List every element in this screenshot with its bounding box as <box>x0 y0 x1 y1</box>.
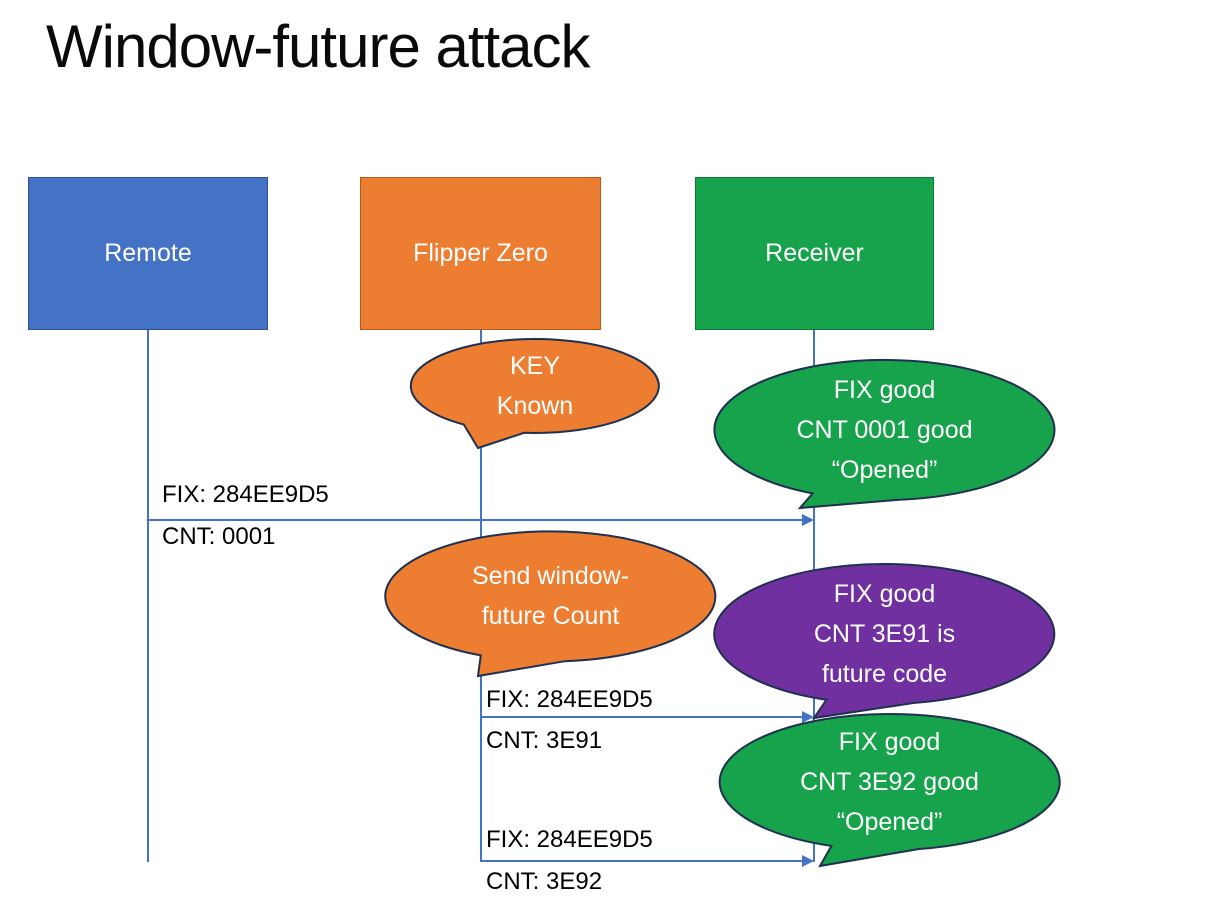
message-line-3 <box>481 860 802 862</box>
callout-fix-cnt-3e91-future: FIX good CNT 3E91 is future code <box>712 562 1057 722</box>
callout-fix-cnt-3e92-good: FIX good CNT 3E92 good “Opened” <box>717 712 1062 870</box>
callout-send-window-future: Send window- future Count <box>383 530 718 680</box>
arrowhead-icon <box>802 711 814 723</box>
actor-flipper-zero: Flipper Zero <box>360 177 601 330</box>
message-1-cnt-label: CNT: 0001 <box>162 523 276 550</box>
speech-bubble-icon <box>384 530 717 678</box>
message-3-fix-label: FIX: 284EE9D5 <box>486 826 653 853</box>
actor-receiver: Receiver <box>695 177 934 330</box>
actor-flipper-zero-label: Flipper Zero <box>413 239 548 267</box>
actor-remote-label: Remote <box>104 239 192 267</box>
callout-fix-cnt-3e91-future-text: FIX good CNT 3E91 is future code <box>813 580 956 688</box>
message-1-fix-label: FIX: 284EE9D5 <box>162 481 329 508</box>
actor-remote: Remote <box>28 177 268 330</box>
callout-key-known-text: KEY Known <box>496 352 574 420</box>
callout-fix-cnt-3e92-good-text: FIX good CNT 3E92 good “Opened” <box>800 728 979 836</box>
speech-bubble-icon <box>718 713 1061 868</box>
speech-bubble-icon <box>713 562 1056 720</box>
lifeline-remote <box>147 330 149 862</box>
slide-title: Window-future attack <box>46 13 591 80</box>
message-line-1 <box>148 519 802 521</box>
actor-receiver-label: Receiver <box>765 239 864 267</box>
callout-fix-cnt-0001-good: FIX good CNT 0001 good “Opened” <box>712 358 1057 513</box>
speech-bubble-icon <box>713 358 1056 510</box>
arrowhead-icon <box>802 855 814 867</box>
callout-key-known: KEY Known <box>408 337 662 453</box>
callout-send-window-future-text: Send window- future Count <box>471 562 630 630</box>
callout-fix-cnt-0001-good-text: FIX good CNT 0001 good “Opened” <box>796 376 973 484</box>
arrowhead-icon <box>802 514 814 526</box>
message-2-fix-label: FIX: 284EE9D5 <box>486 686 653 713</box>
message-line-2 <box>481 716 802 718</box>
message-2-cnt-label: CNT: 3E91 <box>486 727 603 754</box>
message-3-cnt-label: CNT: 3E92 <box>486 868 603 895</box>
speech-bubble-icon <box>409 337 660 450</box>
